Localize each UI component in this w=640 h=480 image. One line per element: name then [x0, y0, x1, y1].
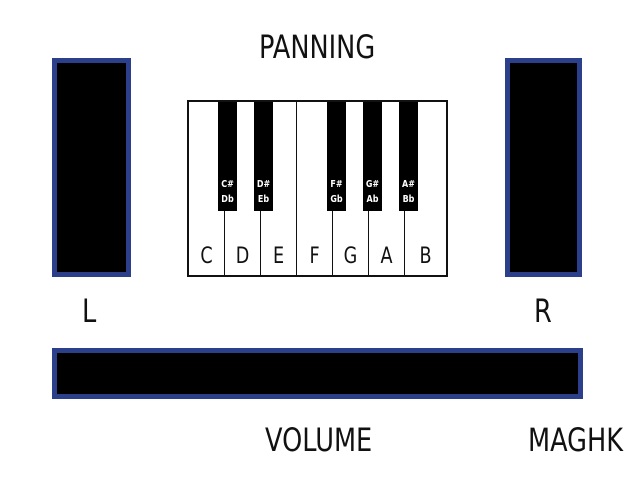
black-key-g-sharp[interactable]: G# Ab: [363, 102, 382, 211]
pan-right-meter[interactable]: [505, 58, 582, 277]
white-key-label: G: [343, 244, 358, 269]
pan-right-label: R: [534, 292, 552, 330]
black-key-flat-label: Bb: [402, 194, 415, 205]
white-key-label: C: [200, 244, 213, 269]
white-key-label: E: [272, 244, 285, 269]
black-key-sharp-label: A#: [402, 179, 415, 190]
black-key-sharp-label: D#: [256, 179, 271, 190]
white-key-label: F: [309, 244, 320, 269]
panning-title: PANNING: [259, 28, 376, 66]
black-key-flat-label: Gb: [330, 194, 343, 205]
pan-left-label: L: [82, 292, 97, 330]
white-key-label: D: [235, 244, 250, 269]
volume-meter[interactable]: [52, 348, 583, 399]
brand-label: MAGHK: [528, 421, 624, 459]
black-key-d-sharp[interactable]: D# Eb: [254, 102, 273, 211]
piano-keyboard: C D E F G A B C# Db D# Eb F# Gb G# Ab A#…: [187, 100, 448, 277]
white-key-label: A: [380, 244, 393, 269]
black-key-sharp-label: G#: [365, 179, 380, 190]
volume-title: VOLUME: [265, 421, 373, 459]
pan-left-meter[interactable]: [52, 58, 131, 277]
black-key-f-sharp[interactable]: F# Gb: [327, 102, 346, 211]
white-key-label: B: [419, 244, 432, 269]
black-key-sharp-label: F#: [330, 179, 343, 190]
black-key-flat-label: Db: [221, 194, 234, 205]
black-key-a-sharp[interactable]: A# Bb: [399, 102, 418, 211]
black-key-flat-label: Eb: [257, 194, 270, 205]
black-key-flat-label: Ab: [366, 194, 379, 205]
black-key-c-sharp[interactable]: C# Db: [218, 102, 237, 211]
black-key-sharp-label: C#: [221, 179, 234, 190]
